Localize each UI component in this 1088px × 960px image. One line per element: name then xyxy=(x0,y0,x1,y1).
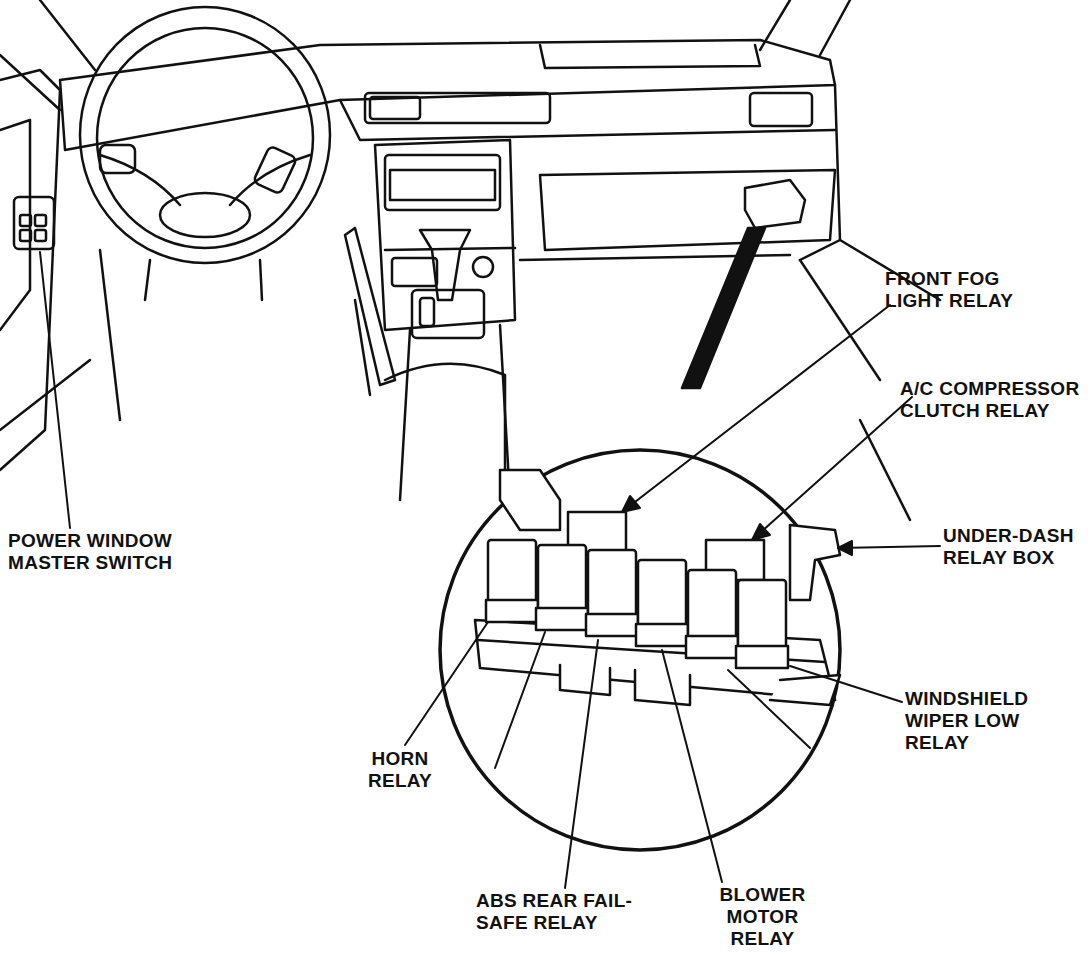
callout-label: HORN RELAY xyxy=(360,748,440,792)
callout-label: A/C COMPRESSOR CLUTCH RELAY xyxy=(900,378,1086,422)
callout-label: ABS REAR FAIL-SAFE RELAY xyxy=(476,890,666,934)
leader-lines xyxy=(40,252,940,888)
callout-label: WINDSHIELD WIPER LOW RELAY xyxy=(905,688,1045,754)
relay-box-detail xyxy=(475,470,840,705)
detail-circle xyxy=(440,450,840,850)
callout-label: UNDER-DASH RELAY BOX xyxy=(943,525,1083,569)
callout-label: FRONT FOG LIGHT RELAY xyxy=(885,268,1035,312)
power-window-switch xyxy=(14,197,54,249)
callout-label: BLOWER MOTOR RELAY xyxy=(715,884,810,950)
steering-wheel xyxy=(80,7,330,263)
callout-label: POWER WINDOW MASTER SWITCH xyxy=(8,530,198,574)
